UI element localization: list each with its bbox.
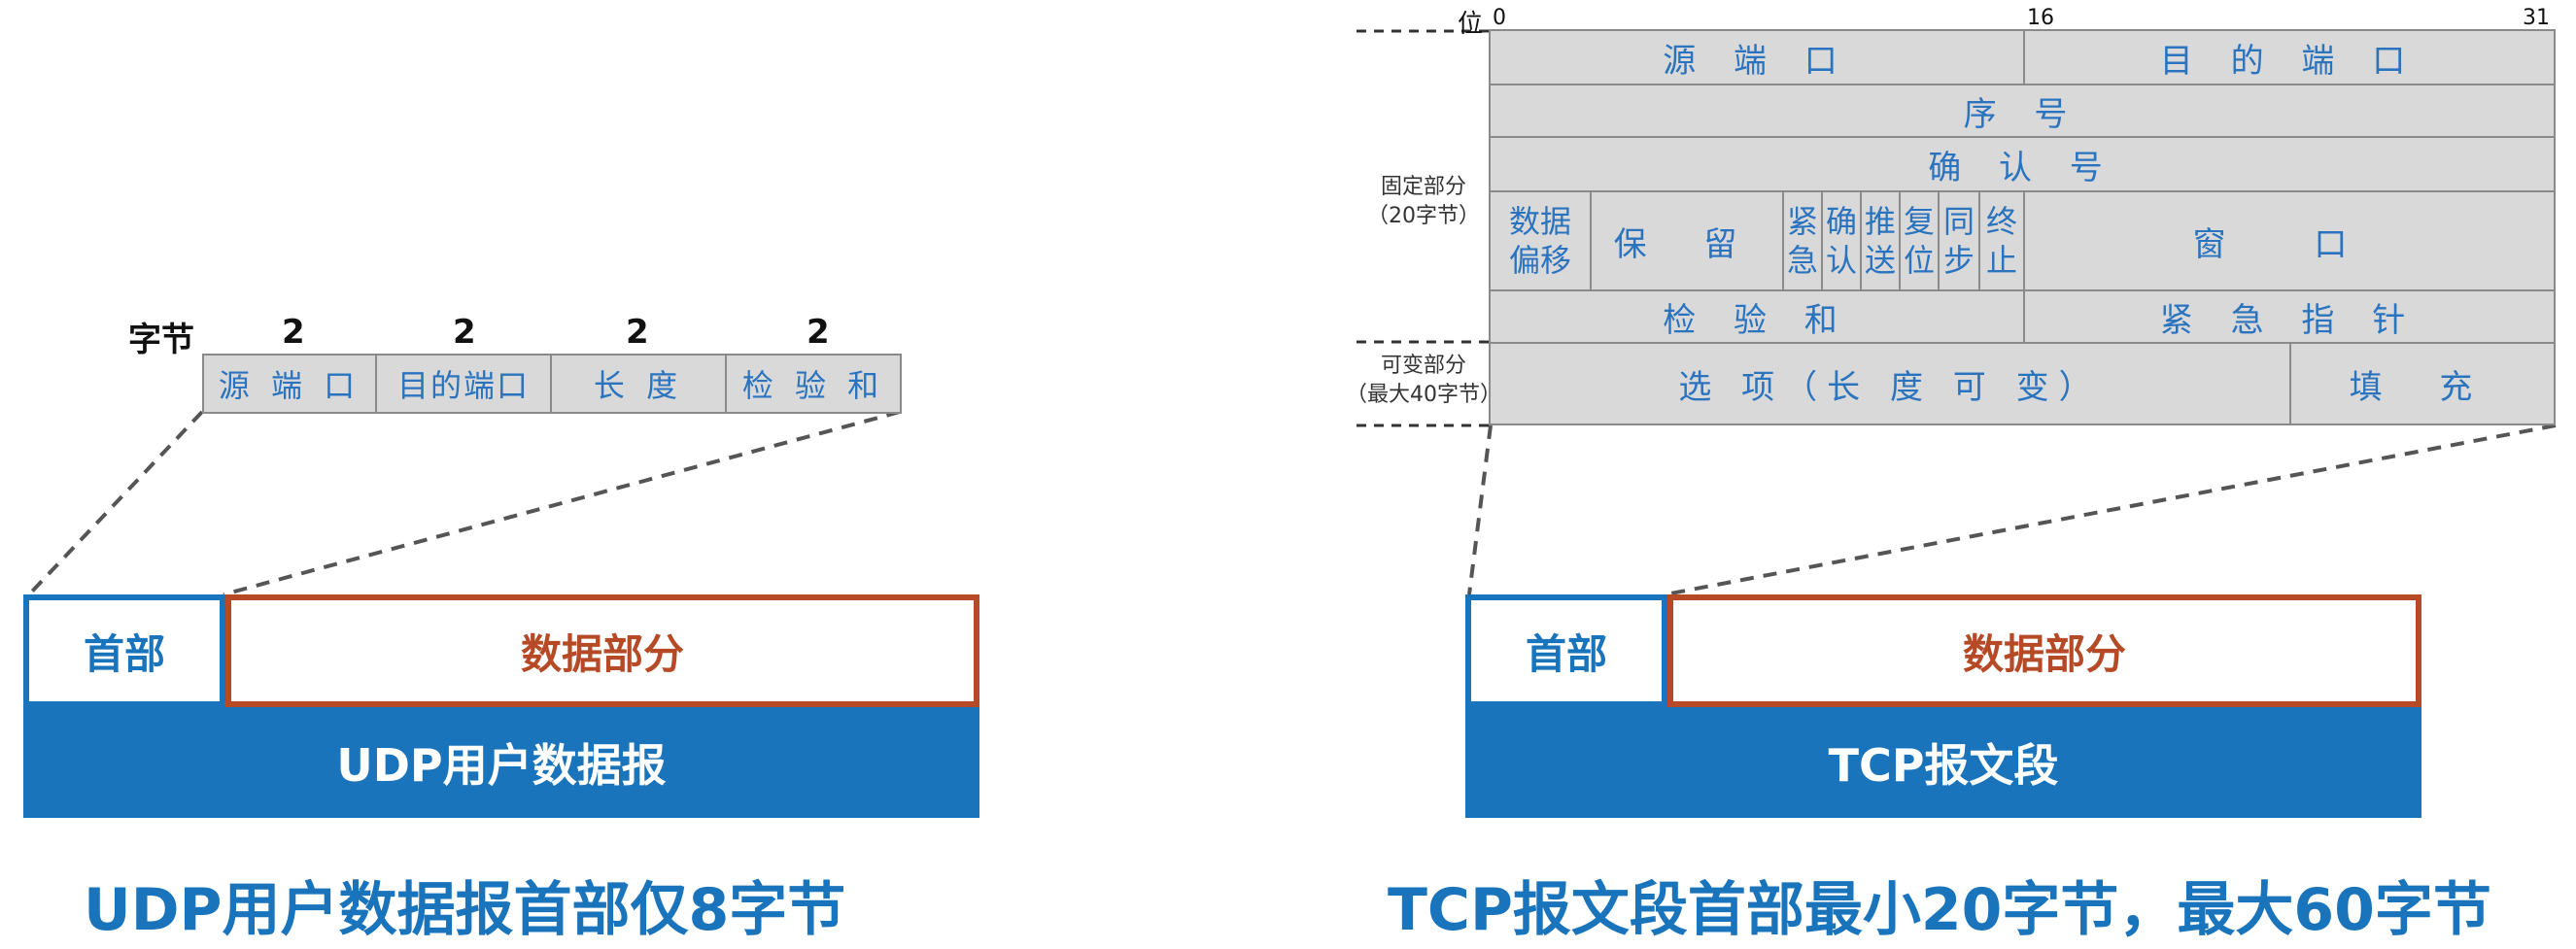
tcp-data-box: 数据部分 xyxy=(1667,594,2421,707)
udp-size-source-port: 2 xyxy=(282,313,305,352)
tcp-field-padding: 填 充 xyxy=(2289,342,2556,425)
tcp-data-offset-line1: 数据 xyxy=(1508,203,1571,240)
udp-connector-left xyxy=(27,410,204,596)
tcp-fixed-part-label: 固定部分 （20字节） xyxy=(1360,173,1487,231)
tcp-header-box: 首部 xyxy=(1465,594,1667,707)
udp-bytes-label: 字节 xyxy=(128,321,194,359)
tcp-flag-syn-line1: 同 xyxy=(1942,203,1975,240)
tcp-flag-urg-line2: 急 xyxy=(1786,242,1818,279)
tcp-flag-psh-line2: 送 xyxy=(1864,242,1896,279)
udp-connector-right xyxy=(223,410,901,596)
tcp-flag-ack-line1: 确 xyxy=(1825,203,1857,240)
tcp-field-window: 窗 口 xyxy=(2023,190,2556,291)
tcp-flag-fin: 终 止 xyxy=(1978,190,2025,291)
udp-header-box: 首部 xyxy=(23,594,225,707)
udp-field-length: 长 度 xyxy=(550,354,727,414)
tcp-field-options: 选 项（长 度 可 变） xyxy=(1489,342,2291,425)
udp-size-checksum: 2 xyxy=(807,313,830,352)
tcp-data-offset-line2: 偏移 xyxy=(1508,242,1571,279)
tcp-flag-psh: 推 送 xyxy=(1860,190,1901,291)
udp-caption: UDP用户数据报首部仅8字节 xyxy=(84,876,846,944)
udp-size-length: 2 xyxy=(626,313,649,352)
udp-size-dest-port: 2 xyxy=(453,313,476,352)
udp-band: UDP用户数据报 xyxy=(23,707,979,818)
tcp-flag-urg: 紧 急 xyxy=(1782,190,1823,291)
tcp-flag-urg-line1: 紧 xyxy=(1786,203,1818,240)
tcp-flag-ack: 确 认 xyxy=(1821,190,1862,291)
tcp-flag-rst-line2: 位 xyxy=(1903,242,1935,279)
udp-field-checksum: 检 验 和 xyxy=(725,354,902,414)
tcp-field-checksum: 检 验 和 xyxy=(1489,289,2025,344)
tcp-field-sequence-number: 序 号 xyxy=(1489,84,2556,138)
tcp-field-reserved: 保 留 xyxy=(1590,190,1784,291)
tcp-flag-fin-line2: 止 xyxy=(1985,242,2017,279)
tcp-field-urgent-pointer: 紧 急 指 针 xyxy=(2023,289,2556,344)
tcp-field-data-offset: 数据 偏移 xyxy=(1489,190,1592,291)
tcp-field-ack-number: 确 认 号 xyxy=(1489,136,2556,192)
udp-data-box: 数据部分 xyxy=(225,594,979,707)
tcp-flag-syn-line2: 步 xyxy=(1942,242,1975,279)
udp-field-source-port: 源 端 口 xyxy=(202,354,377,414)
tcp-flag-rst: 复 位 xyxy=(1899,190,1940,291)
tcp-field-dest-port: 目 的 端 口 xyxy=(2023,29,2556,85)
tcp-variable-part-size: （最大40字节） xyxy=(1346,383,1501,407)
tcp-flag-rst-line1: 复 xyxy=(1903,203,1935,240)
tcp-bit-16: 16 xyxy=(2027,6,2054,30)
tcp-flag-psh-line1: 推 xyxy=(1864,203,1896,240)
tcp-bit-0: 0 xyxy=(1493,6,1506,30)
tcp-flag-ack-line2: 认 xyxy=(1825,242,1857,279)
tcp-flag-fin-line1: 终 xyxy=(1985,203,2017,240)
tcp-fixed-part-title: 固定部分 xyxy=(1380,175,1466,199)
udp-field-dest-port: 目的端口 xyxy=(375,354,552,414)
tcp-band: TCP报文段 xyxy=(1465,707,2421,818)
tcp-field-source-port: 源 端 口 xyxy=(1489,29,2025,85)
tcp-bit-31: 31 xyxy=(2523,6,2550,30)
tcp-connector-right xyxy=(1665,424,2557,596)
tcp-flag-syn: 同 步 xyxy=(1938,190,1980,291)
tcp-variable-part-title: 可变部分 xyxy=(1380,354,1466,378)
tcp-connector-left xyxy=(1467,424,1493,595)
tcp-bit-label: 位 xyxy=(1458,10,1484,39)
tcp-fixed-part-size: （20字节） xyxy=(1367,204,1480,228)
tcp-caption: TCP报文段首部最小20字节，最大60字节 xyxy=(1388,876,2491,944)
tcp-variable-part-label: 可变部分 （最大40字节） xyxy=(1341,352,1506,410)
